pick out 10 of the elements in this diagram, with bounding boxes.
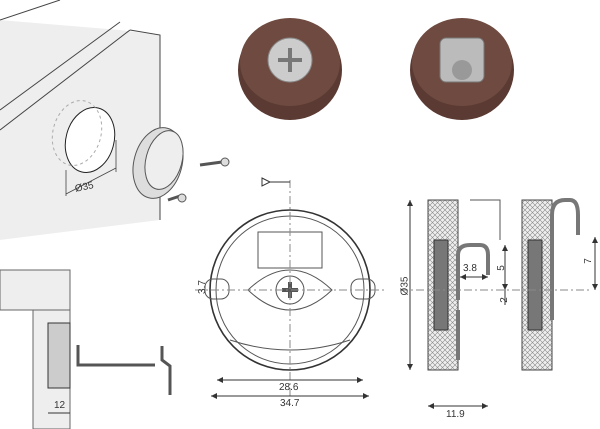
dimension-label: Ø35 (74, 181, 95, 195)
dimension-label: 3.8 (463, 264, 477, 274)
dimension-label: 7 (584, 258, 594, 264)
dimension-label: 28.6 (279, 383, 298, 393)
dimension-label: 34.7 (280, 399, 300, 409)
dimension-label: 12 (54, 401, 66, 411)
dimension-label: 3.7 (198, 280, 208, 294)
dimension-label: Ø35 (400, 276, 410, 296)
dimension-label: 5 (496, 265, 507, 271)
dimension-label: 11.9 (446, 410, 465, 420)
